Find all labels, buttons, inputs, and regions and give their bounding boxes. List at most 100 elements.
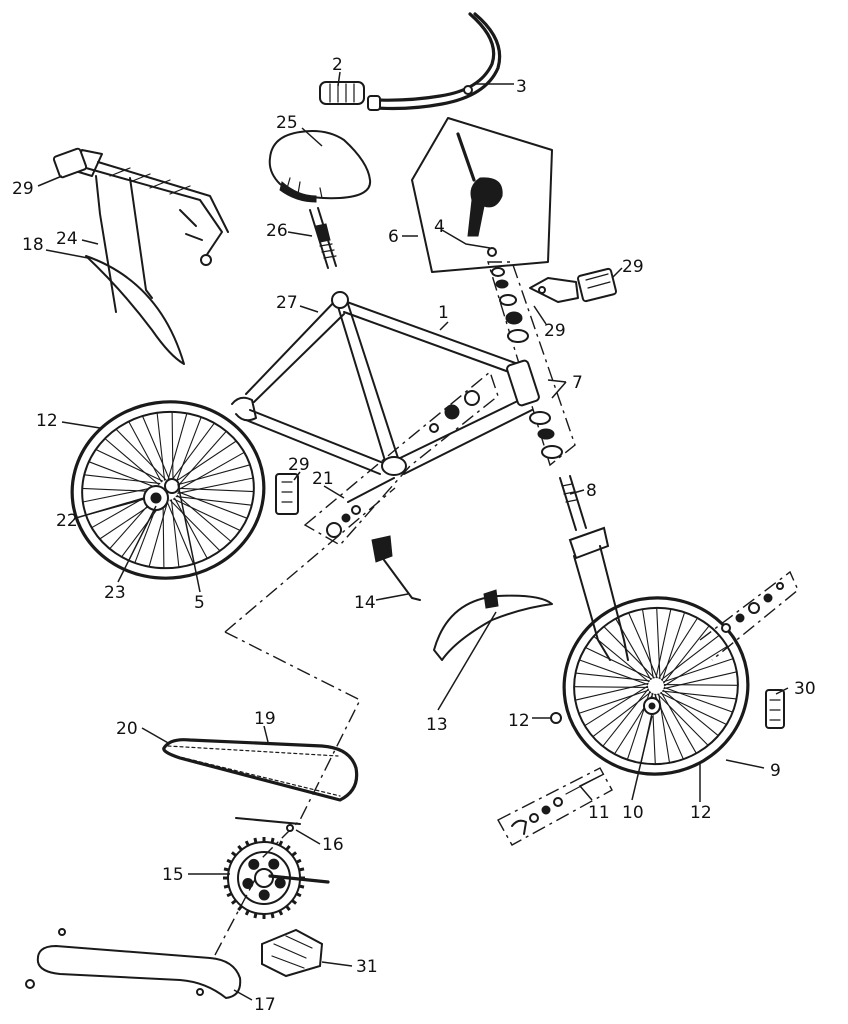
bb-bearing — [444, 404, 460, 420]
front-wheel — [562, 596, 750, 776]
front-wheel-spoke — [662, 658, 734, 683]
reflector-front-ribs — [585, 273, 611, 289]
chain-guard-bolt-1 — [25, 979, 35, 989]
rear-hub-sprocket — [164, 478, 180, 494]
chainwheel-tooth — [237, 905, 243, 912]
rear-wheel-spoke — [82, 486, 159, 503]
rear-wheel-spoke — [170, 422, 215, 481]
leader-26 — [301, 127, 323, 147]
leader-7 — [547, 379, 567, 399]
chainwheel-tooth — [285, 844, 291, 851]
rear-wheel-spoke — [177, 491, 248, 519]
chainwheel-tooth — [278, 909, 284, 916]
rear-wheel-spoke — [177, 477, 254, 494]
leader-1 — [439, 321, 449, 331]
chainwheel-crank — [223, 837, 330, 919]
chainwheel-cutout — [258, 889, 270, 901]
callout-27: 26 — [266, 221, 288, 241]
callout-29-mid: 29 — [288, 455, 310, 475]
headset-parts — [491, 267, 563, 459]
front-hub-part-2 — [735, 613, 745, 623]
frame-seat-tube-edge — [347, 303, 399, 459]
front-wheel-spoke — [663, 686, 733, 713]
callout-12-rear: 12 — [36, 411, 58, 431]
callout-31: 31 — [356, 957, 378, 977]
kickstand-mount — [371, 535, 393, 563]
carrier-crossbars — [109, 167, 191, 195]
front-wheel-spoke — [602, 688, 649, 747]
chainwheel-tooth — [291, 899, 298, 905]
chainwheel-tooth — [253, 912, 258, 919]
chain-master-link — [286, 824, 294, 832]
stem-leader-detail — [441, 229, 491, 249]
seat-post-marker — [315, 223, 331, 243]
callout-19: 18 — [22, 235, 44, 255]
headset-nut — [491, 267, 505, 277]
seat-post — [309, 207, 337, 269]
headset-cone-top — [505, 311, 523, 325]
bb-washer — [341, 513, 351, 523]
headset-cup-bottom — [529, 411, 551, 425]
rear-wheel-spoke — [175, 416, 202, 484]
callout-9: 9 — [770, 761, 781, 781]
leader-29-bottom — [775, 687, 789, 695]
bb-cup — [464, 390, 480, 406]
pedal-body — [261, 928, 324, 978]
callout-14: 13 — [426, 715, 448, 735]
front-hub-part-3 — [748, 602, 760, 614]
front-wheel-spoke — [628, 612, 658, 679]
leader-11 — [578, 773, 605, 801]
front-hub-parts-line — [699, 570, 799, 661]
rear-wheel-spoke — [141, 415, 171, 481]
frame-head-tube — [506, 359, 540, 407]
kickstand — [371, 535, 421, 601]
callout-12-front: 12 — [690, 803, 712, 823]
callout-24: 23 — [104, 583, 126, 603]
stem-body — [467, 177, 503, 237]
saddle — [268, 130, 372, 203]
rear-wheel-spoke — [169, 499, 221, 552]
leader-25 — [81, 239, 99, 245]
callout-23: 22 — [56, 511, 78, 531]
chainwheel-cutout — [268, 858, 280, 870]
callout-6: 6 — [388, 227, 399, 247]
callout-26: 25 — [276, 113, 298, 133]
saddle-top — [268, 130, 372, 200]
pedal-treads — [271, 935, 313, 969]
bottom-bracket-parts — [326, 390, 480, 538]
leader-5 — [177, 483, 201, 593]
kickstand-leg — [383, 559, 421, 601]
seat-post-spring — [319, 243, 337, 259]
chainwheel-tooth — [295, 892, 302, 898]
front-wheel-spoke — [659, 692, 727, 725]
chainwheel-cutout — [242, 878, 254, 889]
chainwheel-tooth — [223, 884, 230, 889]
handlebar — [367, 12, 502, 111]
reflector-rear-wheel — [275, 473, 299, 515]
callout-21: 20 — [116, 719, 138, 739]
rear-wheel-spoke — [88, 461, 159, 489]
rear-wheel-spoke — [115, 428, 167, 481]
leader-12-rear — [61, 421, 101, 429]
reflector-carrier — [52, 147, 88, 179]
leader-29-right — [611, 267, 623, 279]
callout-leaders — [37, 71, 789, 1001]
leader-31 — [321, 961, 353, 967]
fork-steerer-thread — [561, 483, 577, 503]
carrier-mount-bolt — [200, 254, 212, 266]
rear-wheel-spoke — [128, 421, 163, 483]
front-wheel-spoke — [579, 659, 649, 686]
front-wheel-spoke — [592, 691, 652, 738]
leader-14 — [437, 611, 497, 711]
rear-wheel-spoke — [176, 464, 251, 486]
axle-washer-2 — [553, 797, 563, 807]
callout-28: 27 — [276, 293, 298, 313]
rear-wheel-spoke — [176, 494, 232, 542]
rear-wheel-spoke — [162, 498, 165, 569]
leader-8 — [569, 489, 585, 495]
headset-washer — [495, 279, 509, 289]
leader-22 — [323, 485, 345, 499]
rear-wheel-spoke — [176, 430, 227, 487]
chainwheel-tooth — [291, 851, 298, 857]
